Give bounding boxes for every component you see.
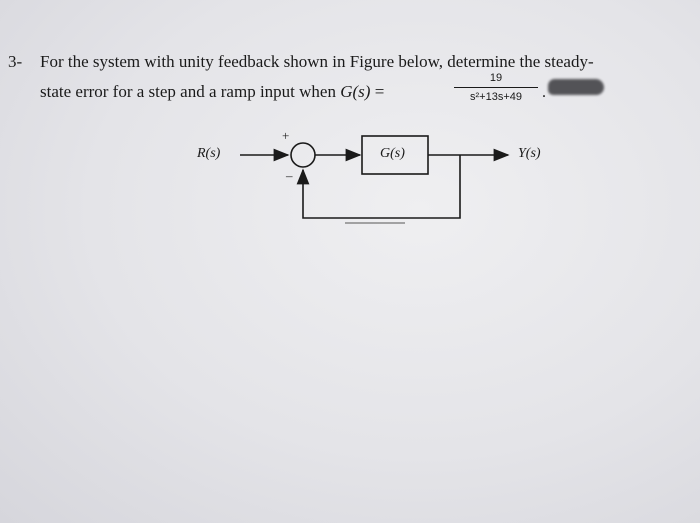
equals-sign: =: [370, 82, 385, 101]
plus-sign: +: [282, 128, 290, 143]
tf-numerator: 19: [489, 72, 503, 84]
tf-denominator: s²+13s+49: [470, 91, 522, 103]
fraction-bar: [454, 87, 538, 88]
faint-mark: [345, 222, 405, 224]
question-line-2: state error for a step and a ramp input …: [40, 82, 384, 102]
feedback-path: [296, 155, 461, 219]
question-line-2-text: state error for a step and a ramp input …: [40, 82, 341, 101]
sentence-period: .: [542, 84, 546, 101]
block-label: G(s): [380, 146, 405, 161]
minus-sign: –: [286, 168, 293, 183]
ink-smudge: [548, 79, 604, 95]
transfer-function-fraction: 19 s²+13s+49: [454, 71, 538, 104]
transfer-function-name: G(s): [340, 82, 371, 101]
input-label: R(s): [197, 146, 221, 161]
question-line-1: For the system with unity feedback shown…: [40, 52, 594, 71]
question-number: 3-: [8, 52, 23, 71]
summing-junction: [290, 142, 316, 168]
output-label: Y(s): [518, 146, 541, 161]
